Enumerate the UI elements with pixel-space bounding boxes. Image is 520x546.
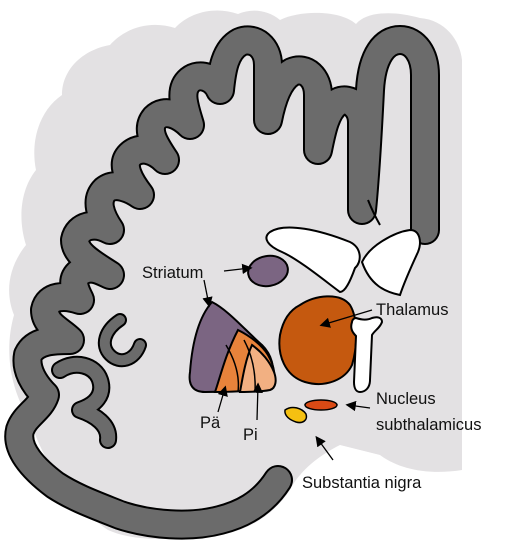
lateral-ventricle-left [265,226,361,294]
caudate-nucleus [247,254,289,288]
arrow-nucleus [345,400,371,412]
midline-fissure [367,199,381,226]
arrow-striatum-putamen [202,279,213,308]
medullary-lamina-1 [225,344,240,393]
label-nucleus-line1: Nucleus [376,390,436,408]
insula-fold-gray [99,315,145,366]
thalamus [278,295,358,385]
label-substantia-nigra: Substantia nigra [302,474,422,492]
third-ventricle [350,316,384,394]
nucleus-subthalamicus [304,399,338,411]
globus-pallidus-internus [238,343,277,394]
label-striatum: Striatum [142,264,203,282]
arrow-pi [252,382,263,421]
label-pi: Pi [243,426,258,444]
arrow-substantia [315,435,334,461]
substantia-nigra [284,406,308,424]
label-nucleus-line2: subthalamicus [376,416,481,434]
arrow-pa [217,385,228,413]
arrow-striatum-caudate [223,263,253,275]
lateral-ventricle-right [360,228,421,297]
cortex-gray-matter [6,27,438,538]
temporal-fold-gray [53,357,116,447]
arrow-thalamus [319,309,373,328]
label-thalamus: Thalamus [376,301,448,319]
label-pa: Pä [200,414,221,432]
